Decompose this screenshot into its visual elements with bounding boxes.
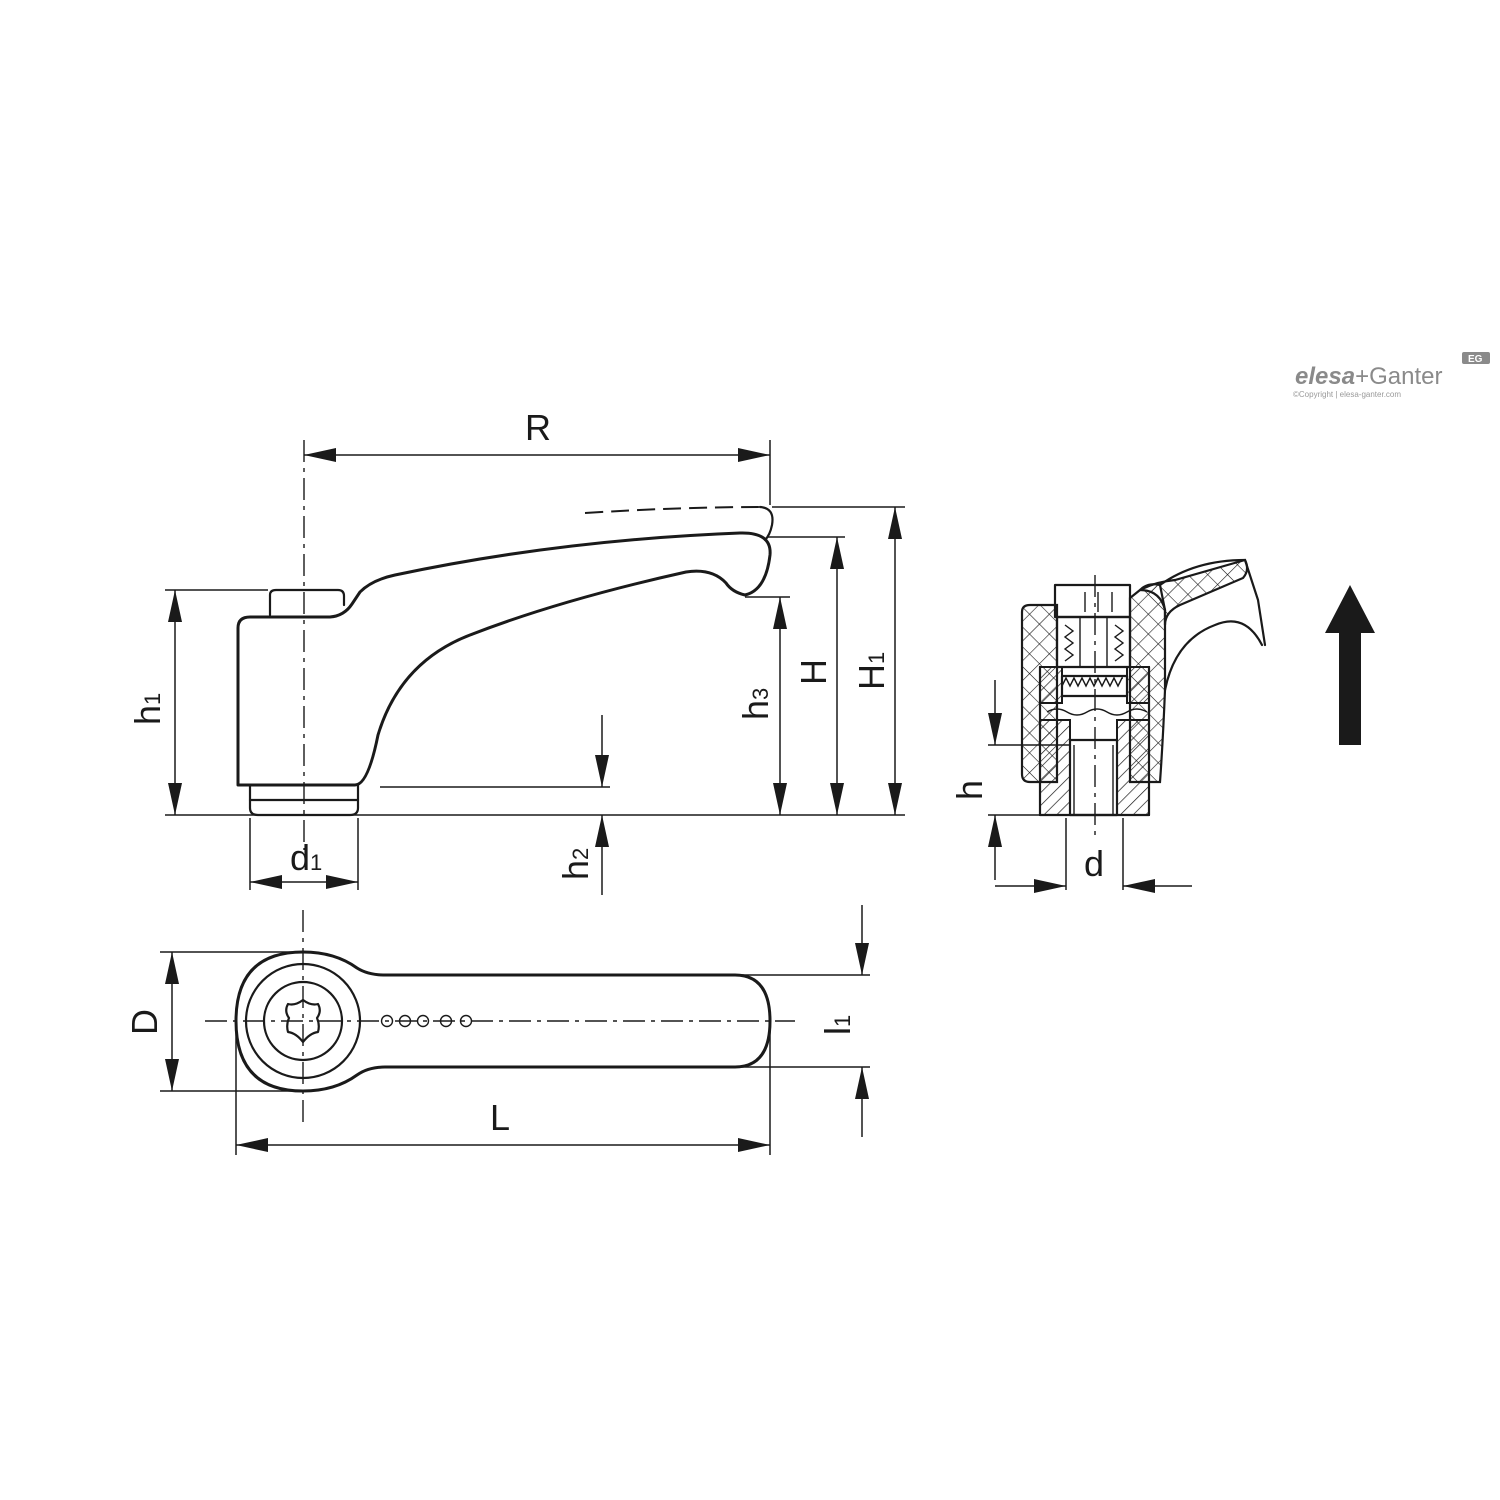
top-view [205, 910, 795, 1125]
brand-badge-bg [1462, 352, 1490, 364]
label-h3: h3 [735, 688, 776, 720]
spring-chamber [1055, 615, 1132, 669]
side-view [165, 440, 905, 850]
section-view [1020, 558, 1267, 835]
raised-tip [758, 505, 774, 542]
brand-name: elesa+Ganter [1295, 363, 1442, 390]
coupling-left [1039, 666, 1063, 704]
lever-body-outline [236, 531, 772, 787]
thread-hole [1068, 738, 1119, 817]
lever-top-outline [234, 950, 772, 1093]
screw-head [1053, 583, 1132, 619]
arm-top [1158, 558, 1247, 587]
label-H: H [793, 659, 834, 685]
hub-cap-top [268, 588, 346, 617]
brand-badge: EG [1468, 354, 1483, 365]
dim-l1: l1 [735, 905, 870, 1137]
spring-right [1113, 624, 1125, 662]
label-R: R [525, 407, 551, 448]
label-D: D [124, 1009, 165, 1035]
label-L: L [490, 1097, 510, 1138]
arm-break-top [1243, 558, 1267, 647]
spring-left [1063, 624, 1075, 662]
label-l1: l1 [817, 1015, 858, 1035]
label-h1: h1 [127, 693, 168, 725]
raised-position-dash [584, 506, 761, 514]
label-d: d [1084, 843, 1104, 884]
insert-left [1039, 719, 1071, 816]
dim-H1: H1 [772, 506, 905, 815]
label-d1: d1 [290, 837, 322, 878]
section-outline [1038, 665, 1151, 817]
insert-right [1116, 719, 1150, 816]
dim-L: L [235, 1025, 771, 1155]
dim-R: R [304, 407, 771, 505]
coupling-right [1126, 666, 1150, 704]
arrow-up-icon [1325, 585, 1375, 745]
label-h2: h2 [555, 848, 596, 880]
dim-d: d [995, 818, 1192, 893]
brand-copyright: ©Copyright | elesa-ganter.com [1293, 390, 1401, 399]
dim-H: H [768, 536, 845, 815]
label-h: h [949, 780, 990, 800]
dim-h: h [949, 680, 1070, 880]
dim-h3: h3 [735, 596, 790, 815]
dim-h2: h2 [555, 715, 609, 895]
dim-D: D [124, 951, 303, 1092]
brand-logo: elesa+Ganter EG ©Copyright | elesa-gante… [1293, 352, 1490, 399]
dim-d1: d1 [249, 818, 359, 890]
dim-h1: h1 [127, 589, 268, 815]
label-H1: H1 [851, 652, 892, 690]
arm-bottom [1163, 620, 1264, 692]
